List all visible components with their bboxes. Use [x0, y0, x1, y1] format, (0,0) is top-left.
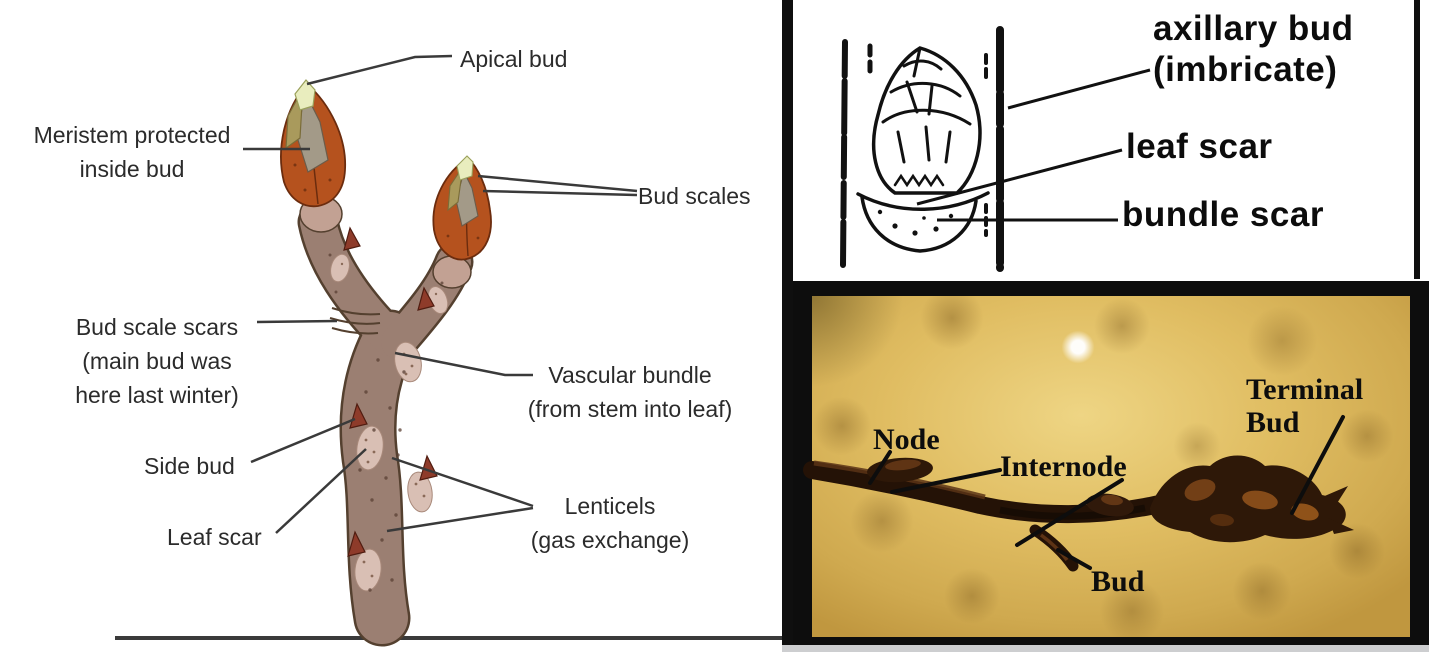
- label-lenticels: Lenticels (gas exchange): [530, 493, 690, 553]
- label-terminal-bud: Terminal Bud: [1246, 373, 1364, 439]
- label-bundle-scar: bundle scar: [1122, 195, 1324, 234]
- label-leaf-scar-bw: leaf scar: [1126, 127, 1273, 166]
- label-bud-scale-scars: Bud scale scars (main bud was here last …: [75, 314, 239, 408]
- label-bud: Bud: [1091, 565, 1145, 598]
- bottom-rule: [115, 636, 782, 640]
- second-bud-drawing: [432, 155, 492, 261]
- label-vascular-bundle: Vascular bundle (from stem into leaf): [527, 362, 733, 422]
- label-side-bud: Side bud: [144, 453, 235, 479]
- top-right-panel-border: [1414, 0, 1420, 279]
- label-internode: Internode: [1000, 450, 1127, 483]
- label-axillary-bud: axillary bud (imbricate): [1153, 9, 1354, 89]
- panel-divider-bar: [782, 0, 793, 648]
- label-apical-bud: Apical bud: [460, 46, 568, 72]
- axillary-bud-drawing-bw: [840, 26, 1004, 272]
- leaf-scar-patches: [330, 253, 449, 592]
- bud-scale-scar-ridges: [329, 307, 381, 335]
- label-node: Node: [873, 423, 940, 456]
- twig-illustration: [280, 79, 492, 647]
- label-meristem: Meristem protected inside bud: [33, 122, 231, 182]
- lenticel-dots: [328, 253, 444, 592]
- apical-bud-drawing: [280, 79, 346, 208]
- bottom-strip: [782, 645, 1429, 652]
- side-buds: [343, 226, 438, 557]
- label-leaf-scar: Leaf scar: [167, 524, 262, 550]
- top-right-leader-lines: [916, 68, 1151, 222]
- label-bud-scales: Bud scales: [638, 183, 751, 209]
- left-leader-lines: [243, 54, 638, 534]
- leaf-scar-dots: [340, 262, 438, 578]
